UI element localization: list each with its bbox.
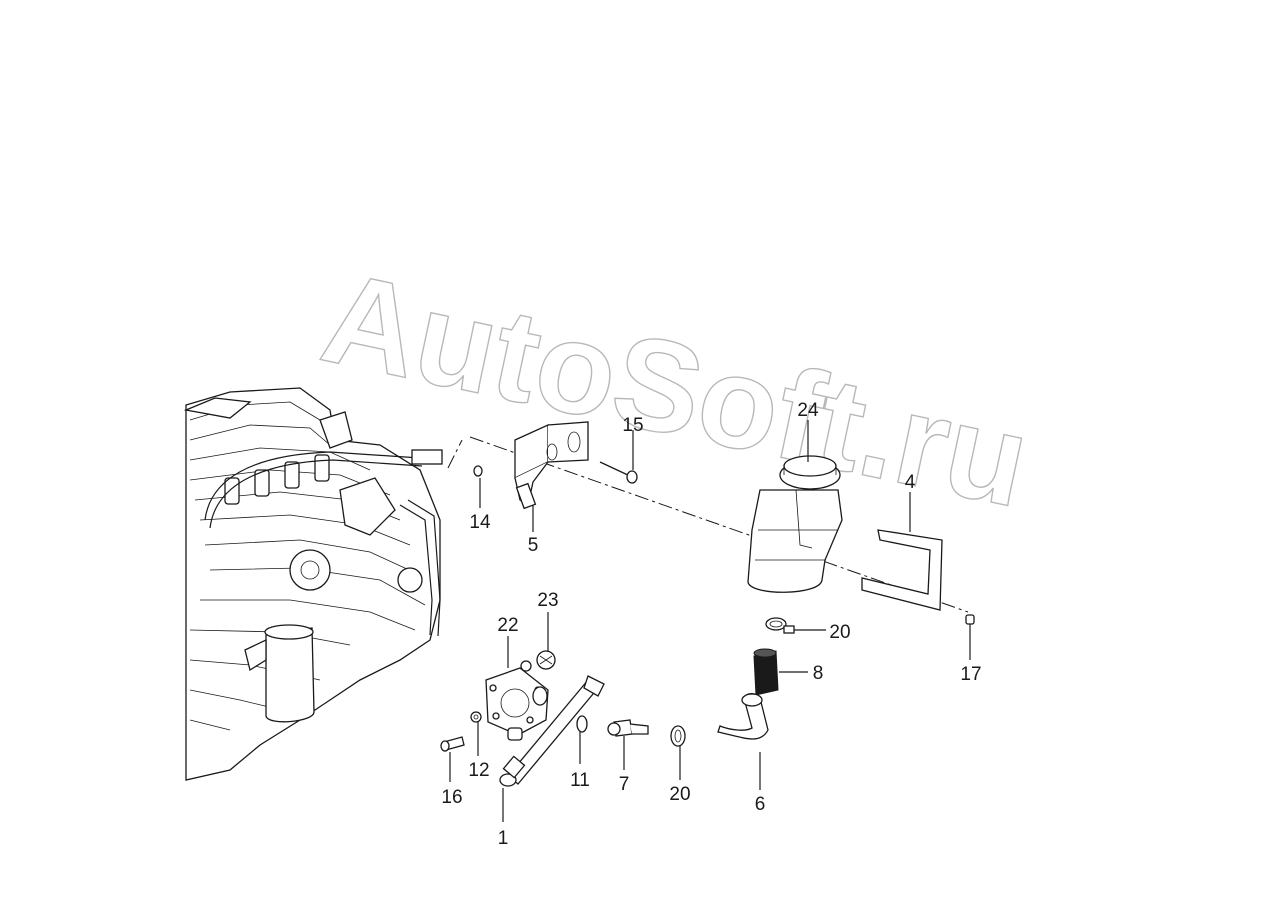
hose-part-8 (753, 648, 779, 696)
callout-24: 24 (797, 400, 819, 421)
callout-5: 5 (528, 535, 539, 556)
callout-8: 8 (813, 663, 824, 684)
pump-part-23 (485, 660, 549, 741)
screw-part-17 (965, 614, 975, 625)
callout-12: 12 (468, 760, 489, 781)
leader-lines (449, 420, 971, 822)
callout-23: 22 (497, 615, 518, 636)
bolt-part-16 (440, 736, 465, 752)
pipe-part-1 (499, 675, 605, 787)
callout-4: 4 (905, 472, 916, 493)
o-ring-part-11 (576, 715, 588, 733)
bracket-part-4 (861, 529, 943, 611)
cap-part-22 (536, 650, 556, 670)
bracket-part-5 (514, 421, 589, 510)
hose-part-6 (717, 692, 769, 740)
callout-14: 14 (469, 512, 491, 533)
callout-1: 1 (498, 828, 509, 849)
clamp-part-20-upper (765, 617, 795, 634)
callout-11: 11 (570, 770, 590, 791)
callout-6: 6 (755, 794, 766, 815)
bolt-part-15 (599, 461, 638, 484)
reservoir-part-24 (747, 455, 843, 593)
callout-7: 7 (619, 774, 630, 795)
callout-15: 15 (622, 415, 643, 436)
clamp-part-20-lower (670, 725, 686, 747)
center-line (469, 436, 969, 613)
callout-labels: 24 4 15 14 5 20 8 17 23 22 12 16 11 7 20… (441, 400, 981, 849)
bolt-part-14 (473, 465, 483, 477)
center-line-short (447, 439, 463, 469)
callout-20-upper: 20 (829, 622, 850, 643)
washer-part-12 (470, 711, 482, 723)
engine-assembly (183, 387, 443, 781)
callout-20-lower: 20 (669, 784, 690, 805)
callout-16: 16 (441, 787, 462, 808)
callout-17: 17 (960, 664, 981, 685)
callout-22: 23 (537, 590, 558, 611)
fitting-part-7 (607, 719, 649, 737)
